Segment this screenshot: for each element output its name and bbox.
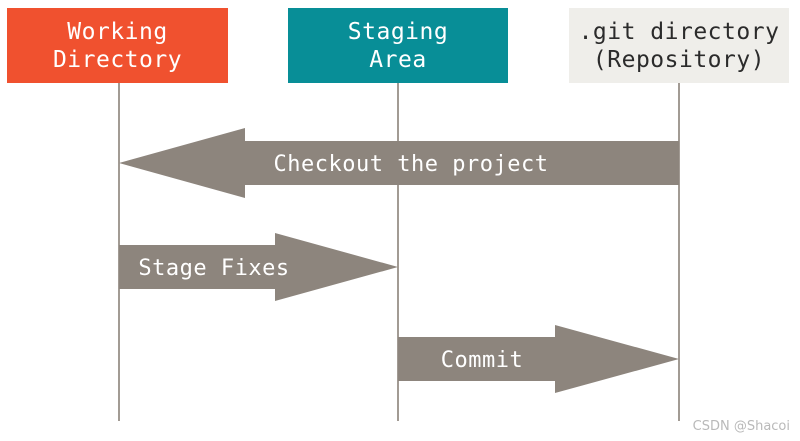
stage-fixes-arrow-label: Stage Fixes xyxy=(138,256,289,281)
watermark: CSDN @Shacoi xyxy=(692,419,790,434)
git-directory-box: .git directory (Repository) xyxy=(569,8,789,83)
commit-arrow-shape xyxy=(398,325,679,393)
checkout-arrow: Checkout the project xyxy=(119,128,679,198)
checkout-arrow-label: Checkout the project xyxy=(274,152,549,177)
staging-area-box: Staging Area xyxy=(288,8,508,83)
working-directory-label-line2: Directory xyxy=(52,46,183,73)
commit-arrow: Commit xyxy=(398,325,679,393)
git-directory-label-line1: .git directory xyxy=(578,18,780,45)
working-directory-box: Working Directory xyxy=(7,8,228,83)
checkout-arrow-shape xyxy=(119,128,679,198)
staging-area-lifeline xyxy=(397,83,399,421)
git-directory-label-line2: (Repository) xyxy=(592,46,766,73)
stage-fixes-arrow-shape xyxy=(119,233,398,301)
stage-fixes-arrow: Stage Fixes xyxy=(119,233,398,301)
staging-area-label-line2: Area xyxy=(369,46,427,73)
commit-arrow-label: Commit xyxy=(441,348,523,373)
working-directory-label-line1: Working xyxy=(67,18,168,45)
staging-area-label-line1: Staging xyxy=(347,18,449,45)
git-directory-lifeline xyxy=(678,83,680,421)
